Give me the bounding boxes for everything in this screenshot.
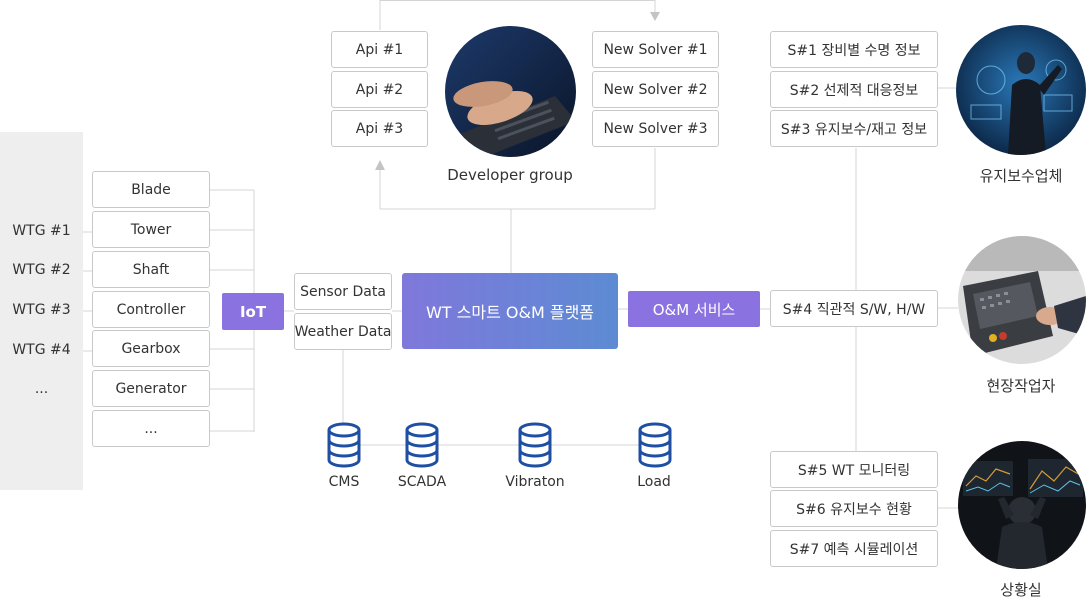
platform-node[interactable]: WT 스마트 O&M 플랫폼 xyxy=(402,273,618,349)
service-3[interactable]: S#3 유지보수/재고 정보 xyxy=(770,110,938,147)
component-shaft[interactable]: Shaft xyxy=(92,251,210,288)
developer-image xyxy=(445,26,576,157)
wtg-label-3: WTG #3 xyxy=(12,302,71,318)
service-6[interactable]: S#6 유지보수 현황 xyxy=(770,490,938,527)
database-icon-scada xyxy=(405,422,439,468)
database-label-cms: CMS xyxy=(328,474,360,490)
service-2[interactable]: S#2 선제적 대응정보 xyxy=(770,71,938,108)
maintenance-company-caption: 유지보수업체 xyxy=(979,167,1063,185)
solver-3[interactable]: New Solver #3 xyxy=(592,110,719,147)
control-room-image xyxy=(958,441,1086,569)
database-icon-cms xyxy=(327,422,361,468)
api-3[interactable]: Api #3 xyxy=(331,110,428,147)
service-7[interactable]: S#7 예측 시뮬레이션 xyxy=(770,530,938,567)
service-4[interactable]: S#4 직관적 S/W, H/W xyxy=(770,290,938,327)
wtg-panel xyxy=(0,132,83,490)
om-service-node[interactable]: O&M 서비스 xyxy=(628,291,760,327)
input-sensor-data[interactable]: Sensor Data xyxy=(294,273,392,310)
wtg-label-more: ... xyxy=(34,381,49,397)
developer-caption: Developer group xyxy=(447,166,573,184)
database-label-load: Load xyxy=(637,474,671,490)
api-2[interactable]: Api #2 xyxy=(331,71,428,108)
database-label-vibraton: Vibraton xyxy=(505,474,565,490)
field-worker-image xyxy=(958,236,1086,364)
solver-1[interactable]: New Solver #1 xyxy=(592,31,719,68)
api-1[interactable]: Api #1 xyxy=(331,31,428,68)
control-room-caption: 상황실 xyxy=(1000,581,1042,599)
database-icon-vibraton xyxy=(518,422,552,468)
iot-node[interactable]: IoT xyxy=(222,293,284,330)
database-label-scada: SCADA xyxy=(397,474,447,490)
wtg-label-2: WTG #2 xyxy=(12,262,71,278)
component-gearbox[interactable]: Gearbox xyxy=(92,330,210,367)
service-1[interactable]: S#1 장비별 수명 정보 xyxy=(770,31,938,68)
component-generator[interactable]: Generator xyxy=(92,370,210,407)
input-weather-data[interactable]: Weather Data xyxy=(294,313,392,350)
component-tower[interactable]: Tower xyxy=(92,211,210,248)
database-icon-load xyxy=(638,422,672,468)
wtg-label-1: WTG #1 xyxy=(12,223,71,239)
component-controller[interactable]: Controller xyxy=(92,291,210,328)
component-more[interactable]: ... xyxy=(92,410,210,447)
component-blade[interactable]: Blade xyxy=(92,171,210,208)
field-worker-caption: 현장작업자 xyxy=(986,377,1056,395)
service-5[interactable]: S#5 WT 모니터링 xyxy=(770,451,938,488)
maintenance-company-image xyxy=(956,25,1086,155)
solver-2[interactable]: New Solver #2 xyxy=(592,71,719,108)
wtg-label-4: WTG #4 xyxy=(12,342,71,358)
